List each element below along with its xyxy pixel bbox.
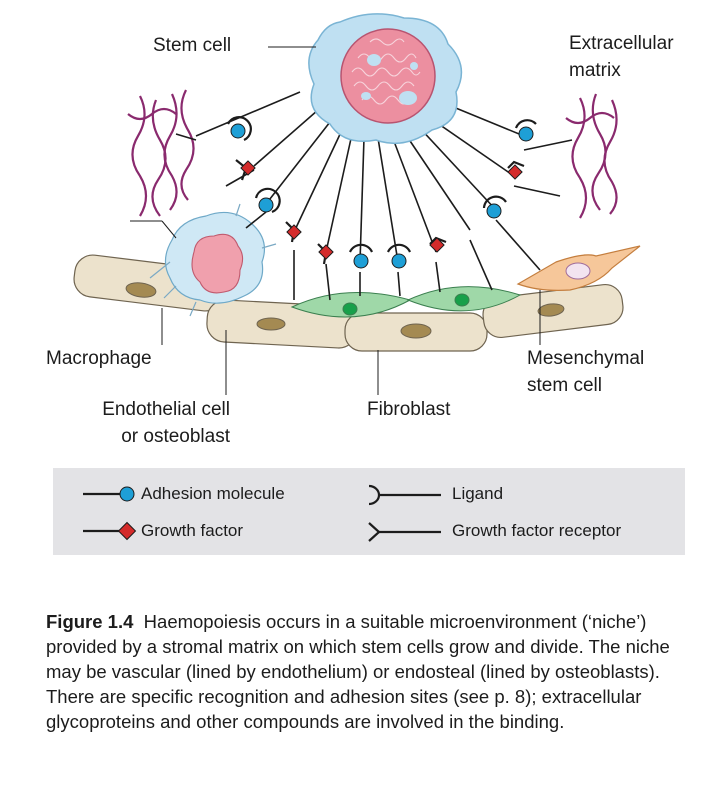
legend-ligand-label: Ligand [452, 484, 504, 503]
fibroblast-label: Fibroblast [367, 399, 451, 420]
adhesion-sites [227, 116, 537, 269]
figure-label: Figure 1.4 [46, 611, 134, 632]
niche-diagram [73, 13, 641, 395]
legend: Adhesion molecule Ligand Growth factor G… [53, 468, 685, 555]
extracellular-matrix-label-line1: Extracellular [569, 33, 674, 54]
caption-text: Haemopoiesis occurs in a suitable microe… [46, 611, 670, 732]
extracellular-matrix-fibres [127, 89, 618, 219]
adhesion-molecule-icon [83, 486, 135, 502]
macrophage-label: Macrophage [46, 348, 152, 369]
legend-adhesion-molecule-label: Adhesion molecule [141, 484, 285, 503]
endothelial-nuclei [125, 282, 565, 339]
ligand-icon [368, 484, 441, 506]
mesenchymal-label-line2: stem cell [527, 375, 602, 396]
macrophage-cell [149, 203, 277, 317]
endothelial-cell-label-line1: Endothelial cell [102, 399, 230, 420]
figure-caption: Figure 1.4 Haemopoiesis occurs in a suit… [46, 609, 696, 734]
mesenchymal-stem-cell-label: Mesenchymal stem cell [527, 345, 644, 399]
stem-cell-label: Stem cell [153, 35, 232, 56]
extracellular-matrix-label-line2: matrix [569, 60, 621, 81]
binding-lines [175, 91, 573, 301]
endothelial-cell-label-line2: or osteoblast [121, 426, 230, 447]
legend-growth-factor-receptor-label: Growth factor receptor [452, 521, 622, 540]
legend-growth-factor-label: Growth factor [141, 521, 244, 540]
mesenchymal-label-line1: Mesenchymal [527, 348, 645, 369]
leader-lines [130, 46, 541, 395]
stem-cell [308, 13, 463, 145]
growth-factor-sites [235, 159, 525, 265]
growth-factor-receptor-icon [368, 522, 441, 542]
growth-factor-icon [83, 521, 137, 541]
fibroblast-cells [290, 286, 522, 318]
endothelial-cell-label: Endothelial cell or osteoblast [72, 396, 230, 450]
legend-adhesion-molecule: Adhesion molecule [83, 484, 343, 506]
legend-ligand: Ligand [365, 484, 585, 506]
legend-growth-factor: Growth factor [83, 521, 343, 543]
extracellular-matrix-label: Extracellular matrix [569, 30, 674, 84]
mesenchymal-stem-cell [516, 245, 641, 291]
legend-growth-factor-receptor: Growth factor receptor [365, 521, 665, 543]
